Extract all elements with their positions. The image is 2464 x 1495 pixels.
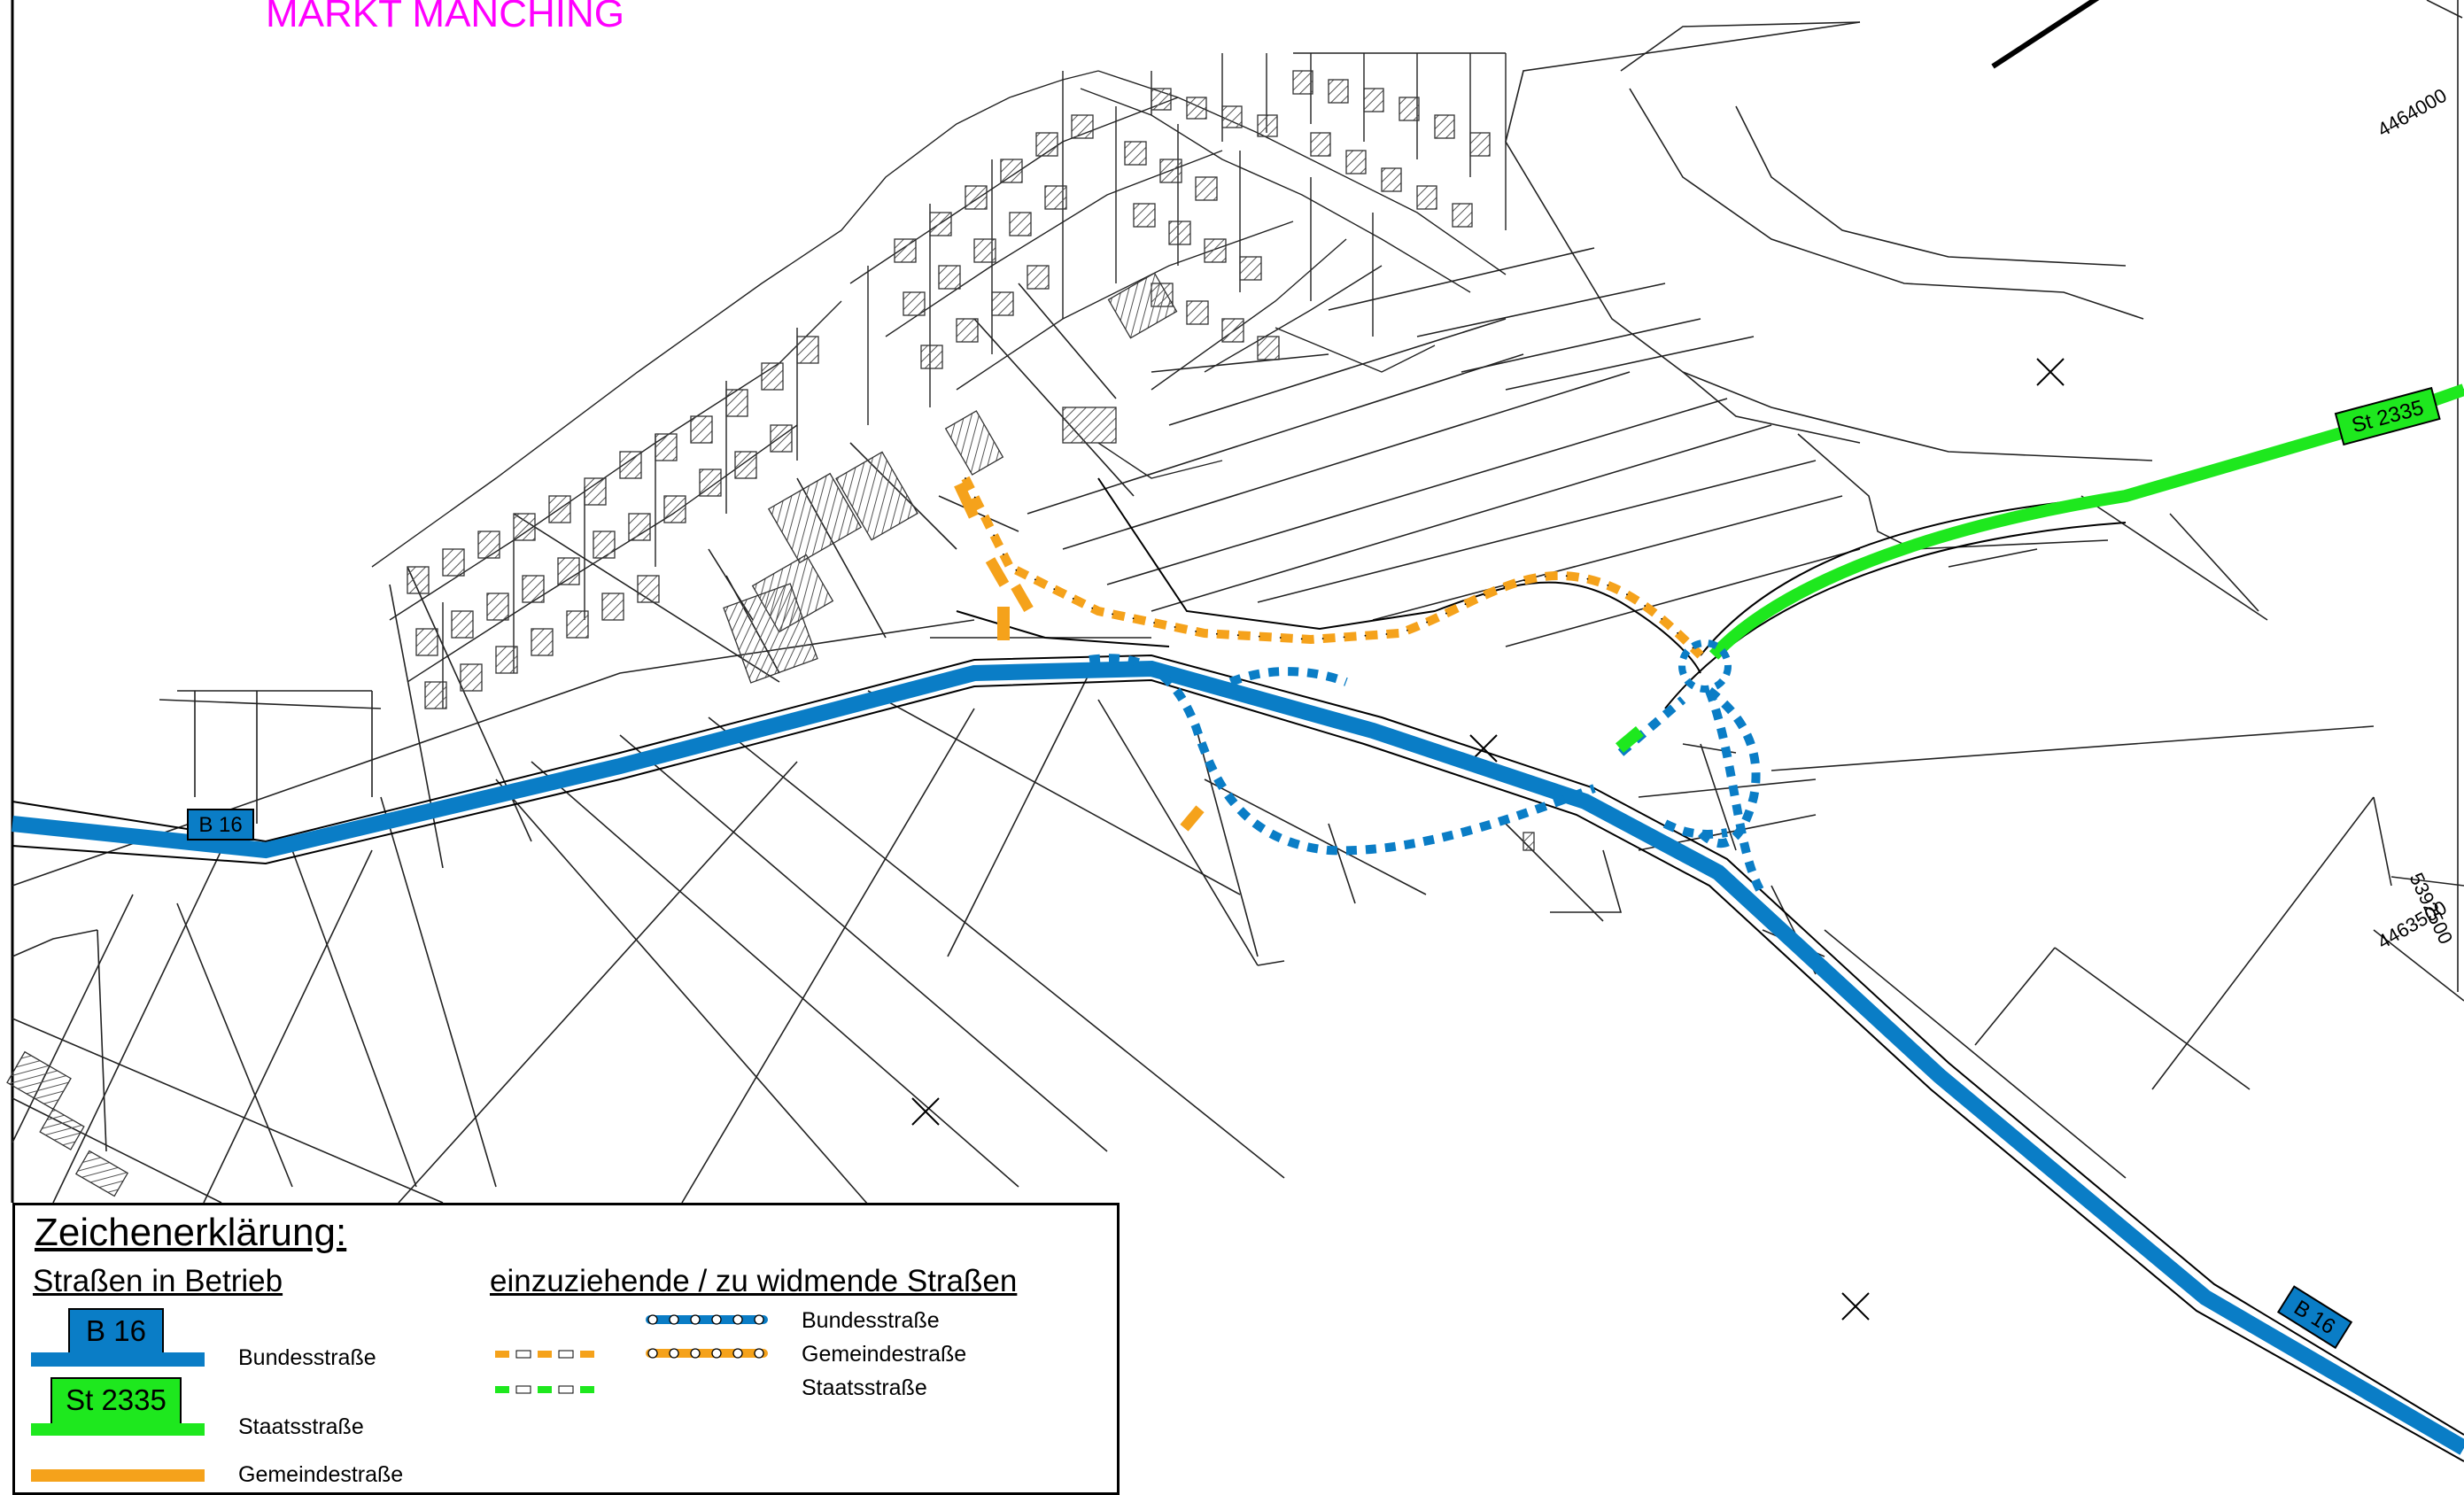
- legend-planned-staatsstrasse-label: Staatsstraße: [802, 1375, 927, 1400]
- legend-planned-bundesstrasse-label: Bundesstraße: [802, 1308, 940, 1333]
- legend-planned-swatches: [495, 1314, 768, 1394]
- legend-planned-blue-circles: [646, 1314, 768, 1325]
- grid-line: [1991, 0, 2100, 69]
- planned-bundesstrasse: [1089, 654, 1767, 897]
- legend-shield-st2335: St 2335: [50, 1377, 182, 1425]
- legend-planned-gemeindestrasse-label: Gemeindestraße: [802, 1342, 967, 1367]
- legend-title: Zeichenerklärung:: [35, 1211, 347, 1254]
- legend-gemeindestrasse-label: Gemeindestraße: [238, 1462, 404, 1487]
- municipality-title: MARKT MANCHING: [266, 0, 624, 35]
- planned-gemeindestrasse: [961, 476, 1704, 659]
- staatsstrasse-segment: [1616, 725, 1644, 754]
- coord-top-right: 4464000: [2374, 84, 2451, 141]
- shield-b16-west-label: B 16: [198, 813, 242, 837]
- parcel-lines: [12, 0, 2464, 1205]
- legend-planned-orange-dashes: [495, 1350, 594, 1359]
- survey-markers: [911, 358, 2065, 1321]
- legend-gemeindestrasse-swatch: [31, 1469, 205, 1482]
- gemeindestrasse-segments: [954, 482, 1205, 832]
- legend-section-active: Straßen in Betrieb: [33, 1264, 283, 1298]
- buildings: [6, 70, 1535, 1197]
- shield-st2335: St 2335: [2334, 386, 2441, 446]
- legend-bundesstrasse-label: Bundesstraße: [238, 1345, 376, 1370]
- planned-gemeindestrasse-markers: [965, 477, 1701, 656]
- legend-section-planned: einzuziehende / zu widmende Straßen: [490, 1264, 1018, 1298]
- legend-staatsstrasse-swatch: [31, 1423, 205, 1436]
- residential-area: [371, 52, 1507, 709]
- legend-planned-green-dashes: [495, 1385, 594, 1394]
- shield-b16-west: B 16: [187, 809, 254, 840]
- legend-bundesstrasse-swatch: [31, 1352, 205, 1367]
- b16-road: [12, 660, 2464, 1455]
- legend-shield-b16: B 16: [68, 1308, 164, 1354]
- roundabout: [1678, 639, 1732, 693]
- legend-planned-orange-circles: [646, 1348, 768, 1359]
- st2335-road: [1709, 383, 2464, 660]
- legend: Zeichenerklärung: Straßen in Betrieb ein…: [12, 1203, 1120, 1495]
- legend-staatsstrasse-label: Staatsstraße: [238, 1414, 364, 1439]
